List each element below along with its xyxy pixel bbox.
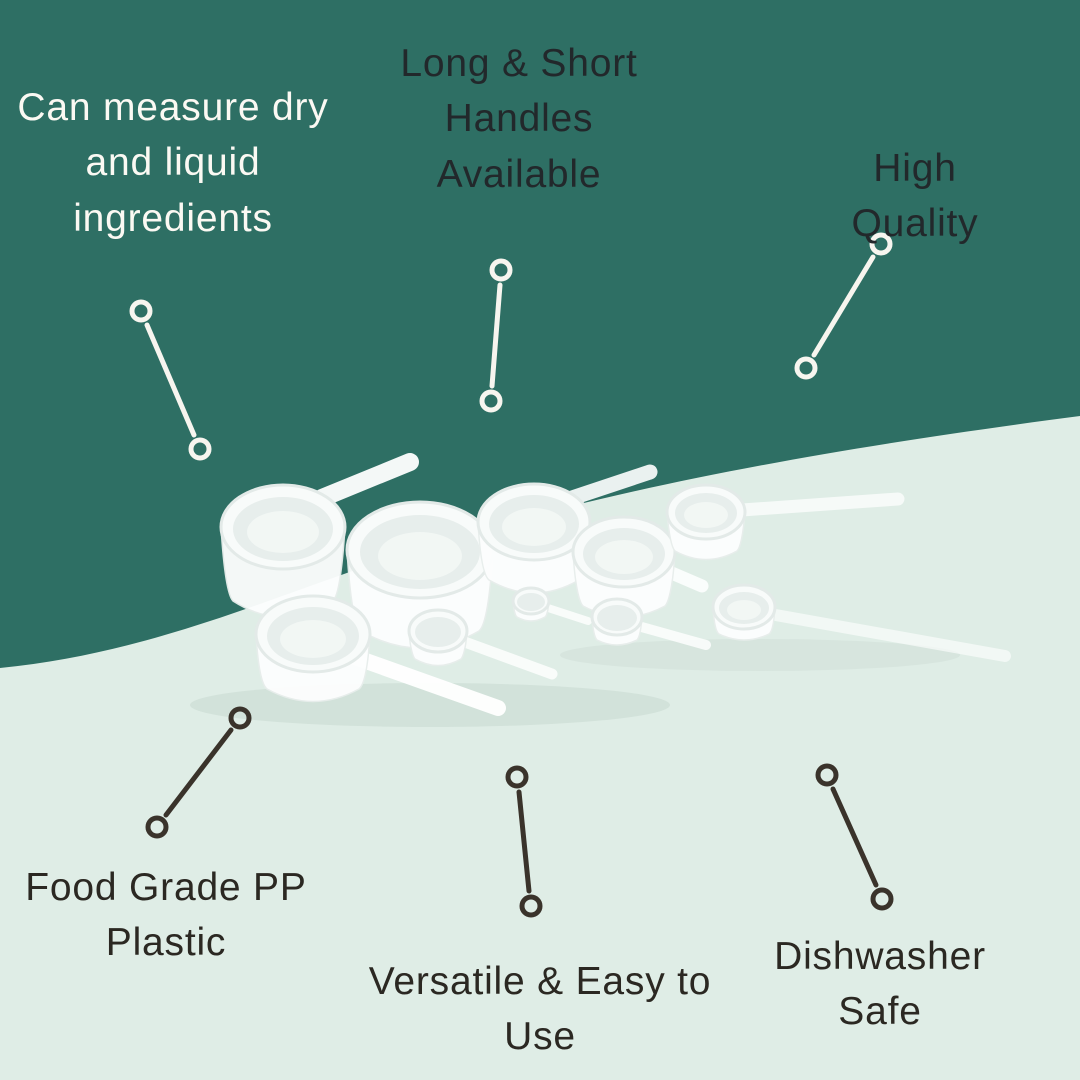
measuring-scoop (219, 453, 419, 618)
callout-label-dishwasher-safe: Dishwasher Safe (774, 935, 986, 1034)
measuring-spoon (590, 597, 711, 650)
measuring-scoop (254, 594, 506, 716)
measuring-scoop (571, 515, 709, 618)
measuring-scoop (476, 464, 658, 594)
measuring-spoon (511, 586, 592, 625)
callout-connector-foodgrade (145, 706, 252, 839)
callout-label-long-short-handles: Long & Short Handles Available (400, 42, 638, 196)
measuring-scoop (345, 500, 495, 649)
callout-label-versatile: Versatile & Easy to Use (368, 960, 712, 1059)
callout-connector-measure (129, 299, 212, 461)
callout-connector-versatile (505, 765, 543, 918)
wave-shape (0, 416, 1080, 1080)
measuring-scoop (665, 483, 747, 561)
callout-connector-quality (794, 232, 893, 380)
scoop-handle (764, 608, 1011, 662)
measuring-spoon (711, 583, 777, 641)
callout-label-measure-dry-liquid: Can measure dry and liquid ingredients (17, 86, 329, 240)
callout-label-food-grade: Food Grade PP Plastic (25, 866, 307, 965)
callout-connector-dishwasher (815, 763, 894, 911)
product-shadow (560, 639, 960, 671)
callout-label-high-quality: High Quality (851, 147, 979, 246)
scoop-handle (735, 492, 905, 517)
callout-connector-handles (479, 258, 513, 413)
measuring-spoon (407, 608, 558, 680)
